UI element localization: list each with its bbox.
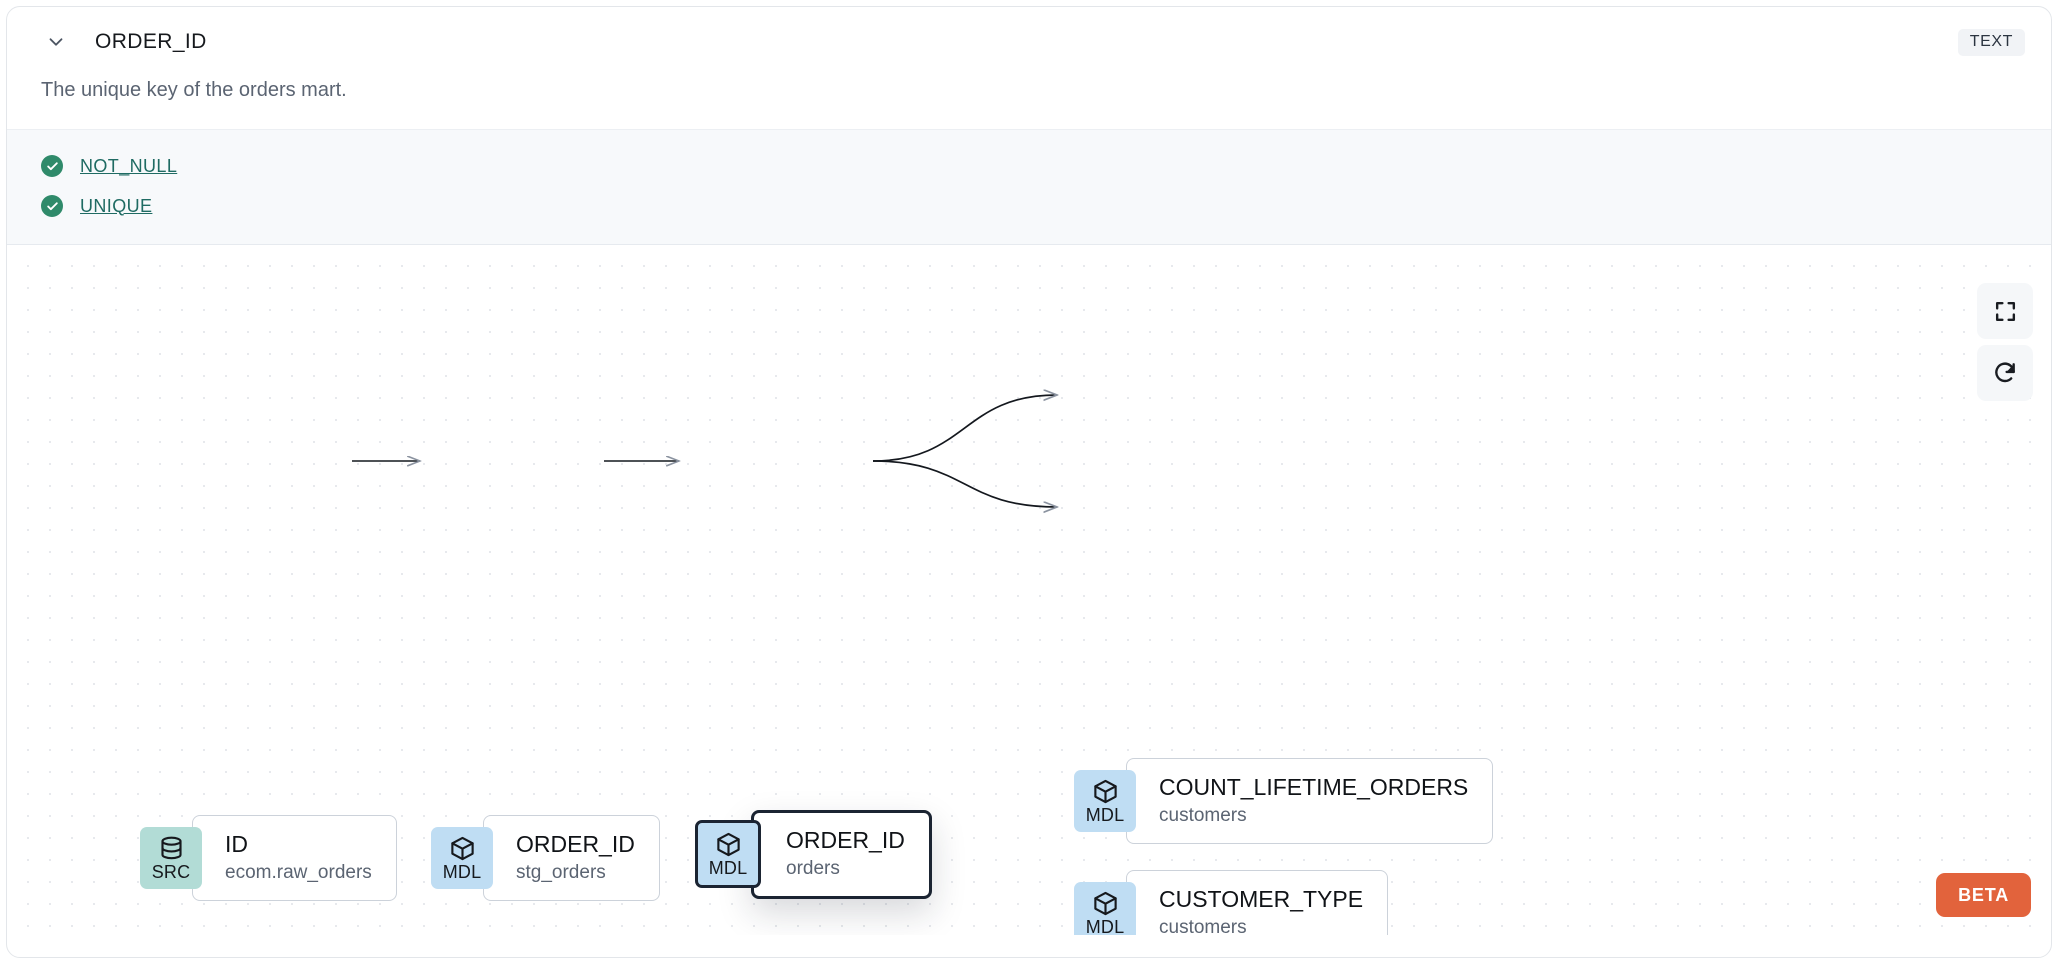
node-body: ID ecom.raw_orders [192, 815, 397, 901]
test-row: UNIQUE [7, 186, 2051, 226]
node-source: ecom.raw_orders [225, 861, 372, 883]
column-detail-card: ORDER_ID TEXT The unique key of the orde… [6, 6, 2052, 958]
lineage-node-stg-orders[interactable]: MDL ORDER_ID stg_orders [431, 815, 660, 901]
node-body: COUNT_LIFETIME_ORDERS customers [1126, 758, 1494, 844]
test-link-unique[interactable]: UNIQUE [80, 195, 153, 216]
lineage-graph-canvas[interactable]: SRC ID ecom.raw_orders MDL ORDER_ID stg_… [7, 245, 2051, 935]
mdl-badge: MDL [1074, 770, 1136, 832]
node-name: COUNT_LIFETIME_ORDERS [1159, 773, 1469, 800]
node-source: stg_orders [516, 861, 606, 883]
tests-section: NOT_NULL UNIQUE [7, 129, 2051, 245]
mdl-badge: MDL [695, 820, 761, 889]
cube-icon [450, 836, 474, 861]
lineage-node-customer-type[interactable]: MDL CUSTOMER_TYPE customers [1074, 870, 1389, 935]
cube-icon [716, 833, 740, 857]
check-circle-icon [41, 155, 63, 177]
cube-icon [1093, 891, 1117, 916]
node-body: ORDER_ID orders [751, 810, 932, 899]
node-name: ORDER_ID [516, 830, 635, 857]
node-source: orders [786, 858, 840, 880]
check-circle-icon [41, 195, 63, 217]
beta-badge[interactable]: BETA [1936, 873, 2031, 917]
test-row: NOT_NULL [7, 146, 2051, 186]
column-header: ORDER_ID TEXT [7, 7, 2051, 77]
column-description: The unique key of the orders mart. [41, 79, 347, 101]
refresh-button[interactable] [1977, 345, 2033, 401]
fullscreen-button[interactable] [1977, 283, 2033, 339]
node-name: ID [225, 830, 248, 857]
mdl-badge: MDL [1074, 882, 1136, 935]
mdl-badge-label: MDL [1085, 805, 1125, 825]
node-name: ORDER_ID [786, 827, 905, 853]
node-source: customers [1159, 804, 1247, 826]
test-link-not-null[interactable]: NOT_NULL [80, 155, 178, 176]
mdl-badge: MDL [431, 827, 493, 889]
mdl-badge-label: MDL [1085, 917, 1125, 935]
fullscreen-icon [1995, 301, 2015, 321]
chevron-down-icon[interactable] [41, 27, 71, 57]
node-body: ORDER_ID stg_orders [483, 815, 660, 901]
node-source: customers [1159, 916, 1247, 935]
src-badge: SRC [140, 827, 202, 889]
column-type-badge: TEXT [1957, 28, 2025, 56]
database-icon [160, 836, 182, 860]
canvas-controls [1977, 283, 2033, 401]
cube-icon [1093, 779, 1117, 804]
src-badge-label: SRC [151, 862, 191, 882]
lineage-node-id[interactable]: SRC ID ecom.raw_orders [140, 815, 397, 901]
node-body: CUSTOMER_TYPE customers [1126, 870, 1389, 935]
refresh-icon [1995, 362, 2015, 383]
mdl-badge-label: MDL [442, 862, 482, 882]
lineage-node-orders-selected[interactable]: MDL ORDER_ID orders [695, 810, 932, 899]
mdl-badge-label: MDL [708, 858, 748, 879]
node-name: CUSTOMER_TYPE [1159, 885, 1364, 912]
lineage-node-count-lifetime-orders[interactable]: MDL COUNT_LIFETIME_ORDERS customers [1074, 758, 1494, 844]
page-title: ORDER_ID [95, 30, 207, 53]
